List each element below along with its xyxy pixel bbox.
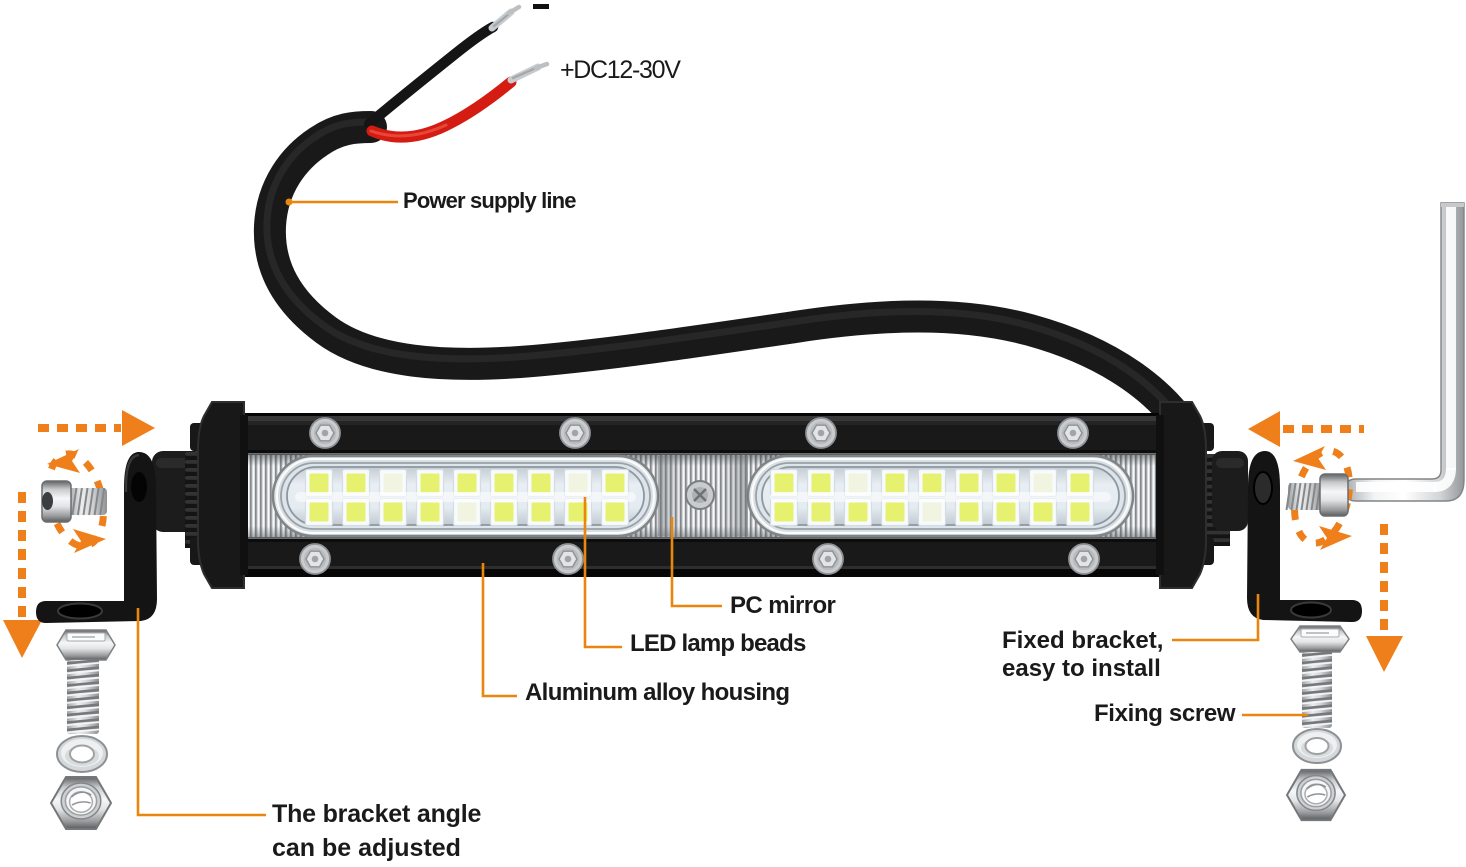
svg-text:easy to install: easy to install [1002,655,1161,682]
svg-text:can be adjusted: can be adjusted [272,834,461,862]
svg-text:+DC12-30V: +DC12-30V [560,56,681,84]
svg-text:Aluminum alloy housing: Aluminum alloy housing [525,679,789,706]
svg-text:PC mirror: PC mirror [730,592,836,619]
svg-text:Fixing screw: Fixing screw [1094,700,1236,727]
svg-text:The bracket angle: The bracket angle [272,800,481,828]
svg-text:LED lamp beads: LED lamp beads [630,630,806,657]
svg-text:Fixed bracket,: Fixed bracket, [1002,627,1163,654]
svg-text:Power supply line: Power supply line [403,188,576,213]
